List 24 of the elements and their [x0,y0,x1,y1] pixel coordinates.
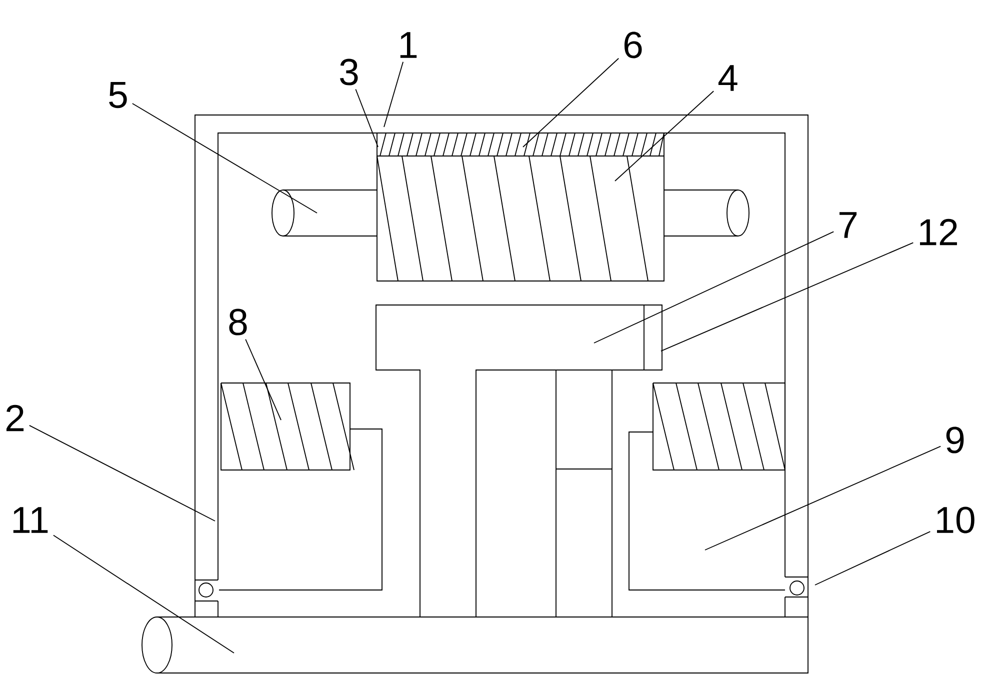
leader-line [704,446,942,550]
leader-line [132,103,318,214]
callout-number: 9 [946,426,964,454]
leader-line [614,90,714,182]
leader-line [814,531,931,586]
leader-line [28,424,216,522]
callout-number: 12 [920,218,957,246]
callout-number: 3 [340,58,358,86]
callout-number: 5 [109,82,127,108]
callout-number: 8 [229,308,247,336]
callout-number: 11 [13,507,48,533]
callout-number: 7 [840,212,857,238]
callout-number: 1 [400,32,417,58]
callout-number: 6 [624,32,642,58]
leader-line [522,58,620,148]
callout-number: 10 [937,506,974,534]
leader-line [384,61,404,128]
callout-number: 2 [6,404,24,432]
leader-line [355,88,378,148]
leader-line [52,534,234,654]
callout-number: 4 [718,65,738,91]
leader-line [660,242,914,352]
leader-line [245,338,282,420]
leader-line [594,231,834,344]
